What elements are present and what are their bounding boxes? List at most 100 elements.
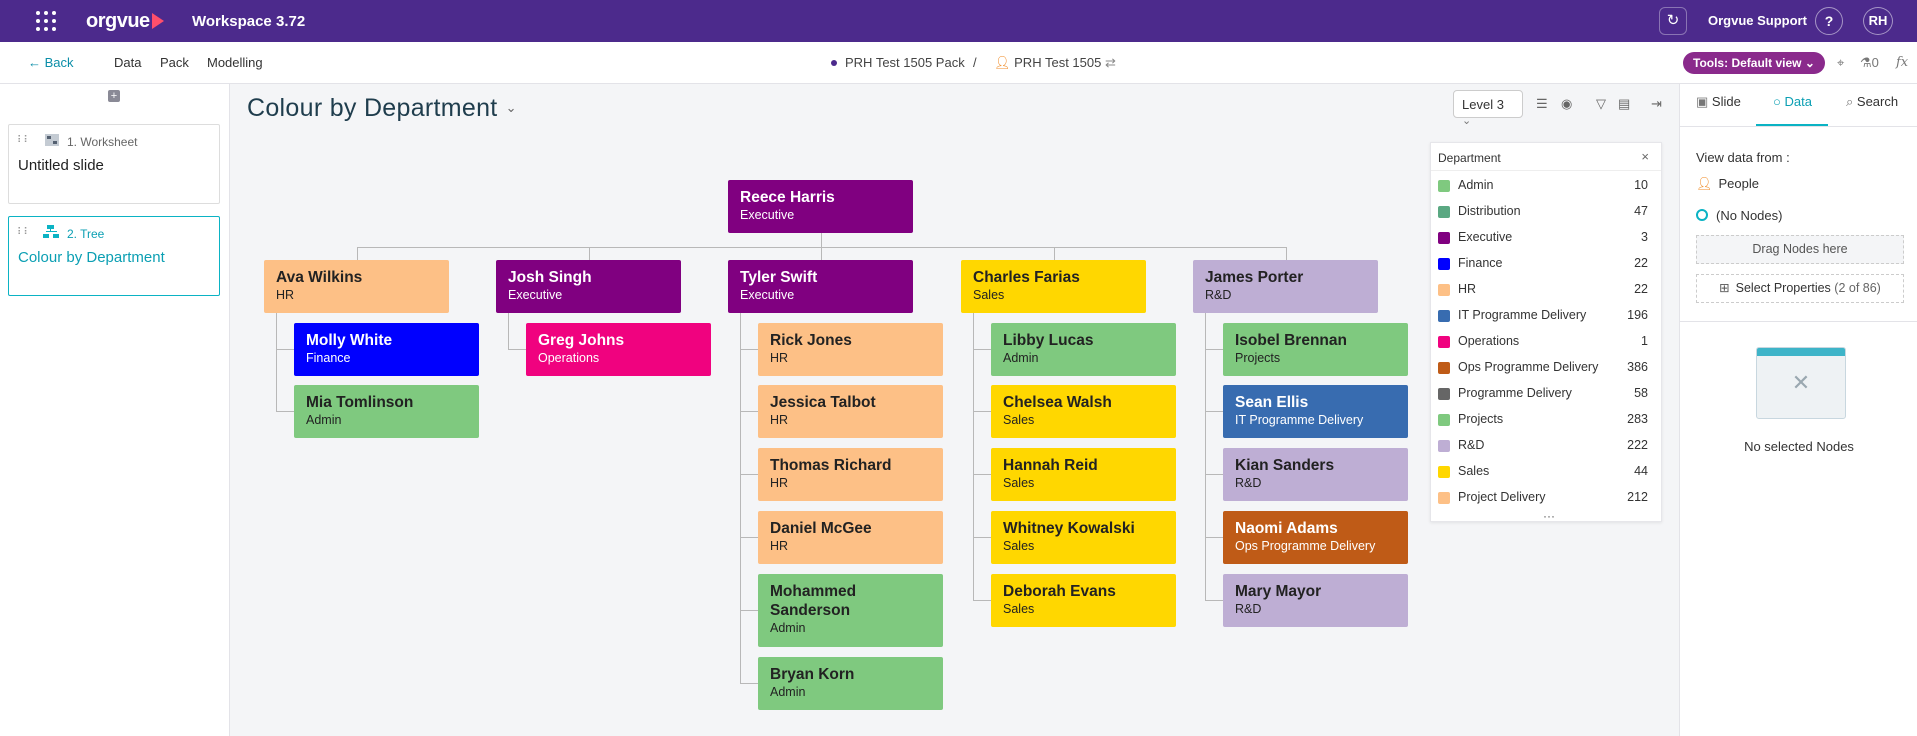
drag-nodes-dropzone[interactable]: Drag Nodes here xyxy=(1696,235,1904,264)
sync-icon[interactable]: ⇄ xyxy=(1104,55,1116,70)
filter-icon[interactable]: ▽ xyxy=(1596,96,1606,111)
tree-connector xyxy=(508,349,526,350)
flask-icon: ⚗ xyxy=(1860,55,1872,70)
support-link[interactable]: Orgvue Support xyxy=(1708,13,1807,28)
close-icon[interactable]: × xyxy=(1641,149,1649,164)
tab-search[interactable]: ⌕ Search xyxy=(1846,94,1898,110)
tree-connector xyxy=(973,537,991,538)
breadcrumb-pack[interactable]: PRH Test 1505 Pack xyxy=(831,55,965,70)
help-button[interactable]: ? xyxy=(1815,7,1843,35)
slide-number: 2. Tree xyxy=(67,227,105,241)
tree-connector xyxy=(740,411,758,412)
refresh-icon[interactable]: ↻ xyxy=(1659,7,1687,35)
tools-view-dropdown[interactable]: Tools: Default view ⌄ xyxy=(1683,52,1825,74)
formula-button[interactable]: fx xyxy=(1896,55,1909,70)
people-option[interactable]: 👤︎People xyxy=(1696,176,1759,192)
collapse-panel-icon[interactable]: ⇥ xyxy=(1651,96,1662,111)
brand-logo[interactable]: orgvue xyxy=(86,10,164,33)
legend-count: 44 xyxy=(1634,464,1648,478)
view-title[interactable]: Colour by Department⌄ xyxy=(247,94,517,123)
legend-item[interactable]: Projects 283 xyxy=(1431,407,1663,433)
drag-handle-icon[interactable]: ⠇⠇ xyxy=(17,135,31,146)
user-avatar[interactable]: RH xyxy=(1863,7,1893,35)
back-button[interactable]: ← Back xyxy=(28,55,74,70)
legend-label: Distribution xyxy=(1458,204,1521,218)
tree-connector xyxy=(740,537,758,538)
radio-icon xyxy=(1696,209,1708,221)
node-name: James Porter xyxy=(1205,269,1304,286)
tab-data[interactable]: ○ Data xyxy=(1773,94,1812,109)
slide-card-tree[interactable]: ⠇⠇ 2. Tree Colour by Department xyxy=(8,216,220,296)
node-name: Reece Harris xyxy=(740,189,835,206)
legend-label: Projects xyxy=(1458,412,1504,426)
legend-more-icon[interactable]: ··· xyxy=(1543,509,1555,523)
legend-count: 283 xyxy=(1627,412,1648,426)
flask-counter[interactable]: ⚗0 xyxy=(1860,55,1879,71)
tree-connector xyxy=(740,313,741,683)
tab-slide[interactable]: ▣ Slide xyxy=(1696,94,1741,110)
list-view-icon[interactable]: ☰ xyxy=(1536,96,1548,111)
breadcrumb-separator: / xyxy=(973,55,977,70)
menu-modelling[interactable]: Modelling xyxy=(207,55,263,70)
search-icon: ⌕ xyxy=(1846,94,1854,109)
breadcrumb-dataset[interactable]: 👤︎ PRH Test 1505 ⇄ xyxy=(994,55,1116,71)
add-slide-icon[interactable]: + xyxy=(108,90,120,102)
level-select[interactable]: Level 3 ⌄ xyxy=(1453,90,1523,127)
tree-connector xyxy=(1205,349,1223,350)
legend-swatch xyxy=(1438,492,1450,504)
node-name: Ava Wilkins xyxy=(276,269,363,286)
pin-icon[interactable]: ⌖ xyxy=(1837,55,1845,70)
select-properties-button[interactable]: ⊞Select Properties (2 of 86) xyxy=(1696,274,1904,303)
slide-card-worksheet[interactable]: ⠇⠇ 1. Worksheet Untitled slide xyxy=(8,124,220,204)
node-name: Jessica Talbot xyxy=(770,394,876,411)
menu-pack[interactable]: Pack xyxy=(160,55,189,70)
drag-handle-icon[interactable]: ⠇⠇ xyxy=(17,227,31,238)
node-department: Sales xyxy=(1003,602,1035,616)
no-nodes-radio[interactable]: (No Nodes) xyxy=(1696,208,1782,223)
card-view-icon[interactable]: ▤ xyxy=(1618,96,1631,111)
palette-icon[interactable]: ◉ xyxy=(1561,96,1573,111)
app-grid-icon[interactable] xyxy=(36,11,56,31)
node-name: Charles Farias xyxy=(973,269,1080,286)
person-icon: 👤︎ xyxy=(1696,176,1713,191)
node-department: HR xyxy=(770,351,789,365)
menu-data[interactable]: Data xyxy=(114,55,142,70)
